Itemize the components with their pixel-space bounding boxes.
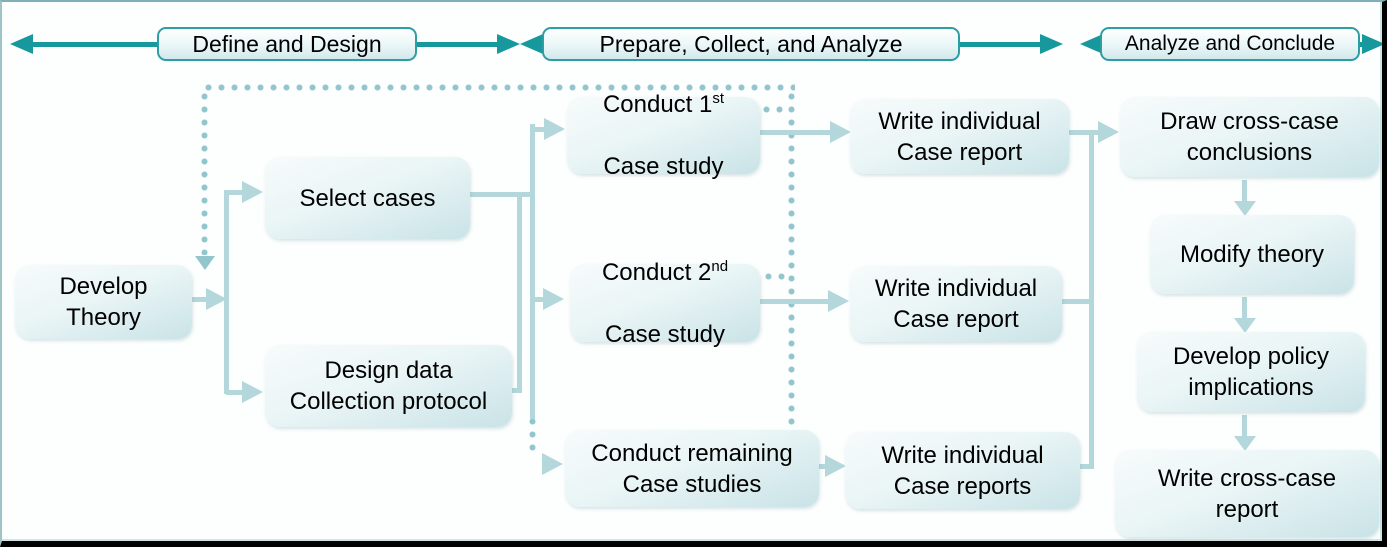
connector-line [819,464,827,469]
node-write-individual-case-report-1: Write individual Case report [850,99,1069,174]
node-design-data-collection-protocol: Design data Collection protocol [265,345,512,427]
connector-line [224,190,229,394]
connector-line [1242,415,1247,439]
connector-arrow-icon [206,288,227,310]
connector-line [1069,130,1094,135]
connector-line [760,299,832,304]
connector-arrow-icon [1098,121,1119,143]
node-conduct-1st-case-study: Conduct 1st Case study [567,91,760,180]
connector-arrow-down-icon [1234,318,1256,333]
connector-arrow-icon [542,453,563,475]
feedback-dotted-stub-remaining [529,415,536,457]
node-conduct-remaining-case-studies: Conduct remaining Case studies [565,430,819,507]
connector-line [1242,180,1247,204]
phase-label: Define and Design [192,30,382,57]
phase-define-and-design: Define and Design [157,27,417,61]
arrow-left-icon [520,34,543,54]
connector-arrow-down-icon [1234,201,1256,216]
connector-arrow-icon [242,381,263,403]
node-develop-policy-implications: Develop policy implications [1137,332,1365,412]
arrow-right-icon [497,34,520,54]
node-select-cases: Select cases [265,157,470,239]
ordinal-superscript: st [712,90,725,107]
node-draw-cross-case-conclusions: Draw cross-case conclusions [1120,97,1379,177]
node-label: Write individual Case reports [881,441,1044,500]
node-label: Write cross-case report [1157,464,1337,523]
feedback-arrow-down-icon [195,256,215,270]
node-write-individual-case-report-2: Write individual Case report [850,266,1062,342]
node-write-individual-case-reports: Write individual Case reports [845,432,1080,509]
feedback-dotted-line-left [201,90,208,255]
phase-analyze-and-conclude: Analyze and Conclude [1100,27,1360,61]
phase-label: Analyze and Conclude [1124,32,1336,55]
phase1-arrow-line [28,42,159,47]
phase-prepare-collect-analyze: Prepare, Collect, and Analyze [542,27,960,61]
connector-line [760,130,834,135]
node-modify-theory: Modify theory [1150,215,1354,294]
feedback-dotted-line-top [202,84,795,91]
connector-line [533,297,545,302]
node-label-line2: Case study [603,153,724,180]
node-write-cross-case-report: Write cross-case report [1115,450,1379,537]
node-label: Modify theory [1179,241,1325,268]
node-label: Select cases [299,184,436,212]
node-label: Write individual Case report [878,107,1041,166]
connector-line [532,127,546,132]
ordinal-superscript: nd [711,257,729,275]
connector-arrow-icon [825,455,846,477]
connector-arrow-icon [828,290,849,312]
connector-line [1242,297,1247,321]
node-develop-theory: Develop Theory [15,265,192,339]
connector-arrow-icon [543,288,564,310]
arrow-left-icon [1080,34,1103,54]
node-label: Conduct 1st Case study [603,58,724,213]
connector-arrow-icon [242,181,263,203]
feedback-dotted-stub-case1 [760,106,790,113]
node-label: Design data Collection protocol [289,357,488,415]
node-label: Develop policy implications [1172,343,1330,401]
feedback-dotted-line-right [788,90,795,429]
phase-label: Prepare, Collect, and Analyze [599,30,903,57]
connector-arrow-down-icon [1234,436,1256,451]
arrow-right-icon [1040,34,1063,54]
arrow-left-icon [10,34,33,54]
node-label-line2: Case study [604,320,726,348]
connector-line [517,194,522,392]
arrow-right-icon [1362,34,1382,54]
node-conduct-2nd-case-study: Conduct 2nd Case study [570,259,760,348]
node-label: Conduct 2nd Case study [602,226,728,381]
node-label: Draw cross-case conclusions [1160,108,1339,166]
connector-line [226,190,244,195]
node-label: Write individual Case report [874,275,1038,333]
connector-line [1092,130,1100,135]
connector-arrow-icon [830,121,851,143]
phase2-arrow-line [958,42,1042,47]
connector-line [192,297,212,302]
connector-arrow-icon [544,118,565,140]
node-label-line1: Conduct 2 [601,258,712,286]
feedback-dotted-stub-case2 [762,273,790,280]
phase1-arrow-line [415,42,499,47]
connector-line [1060,299,1092,304]
connector-line [226,390,244,395]
connector-line [1080,464,1092,469]
connector-line [508,388,522,393]
node-label: Develop Theory [59,273,148,331]
connector-line [530,124,535,419]
node-label-line1: Conduct 1 [602,91,713,118]
connector-line [468,192,535,197]
node-label: Conduct remaining Case studies [591,439,793,498]
